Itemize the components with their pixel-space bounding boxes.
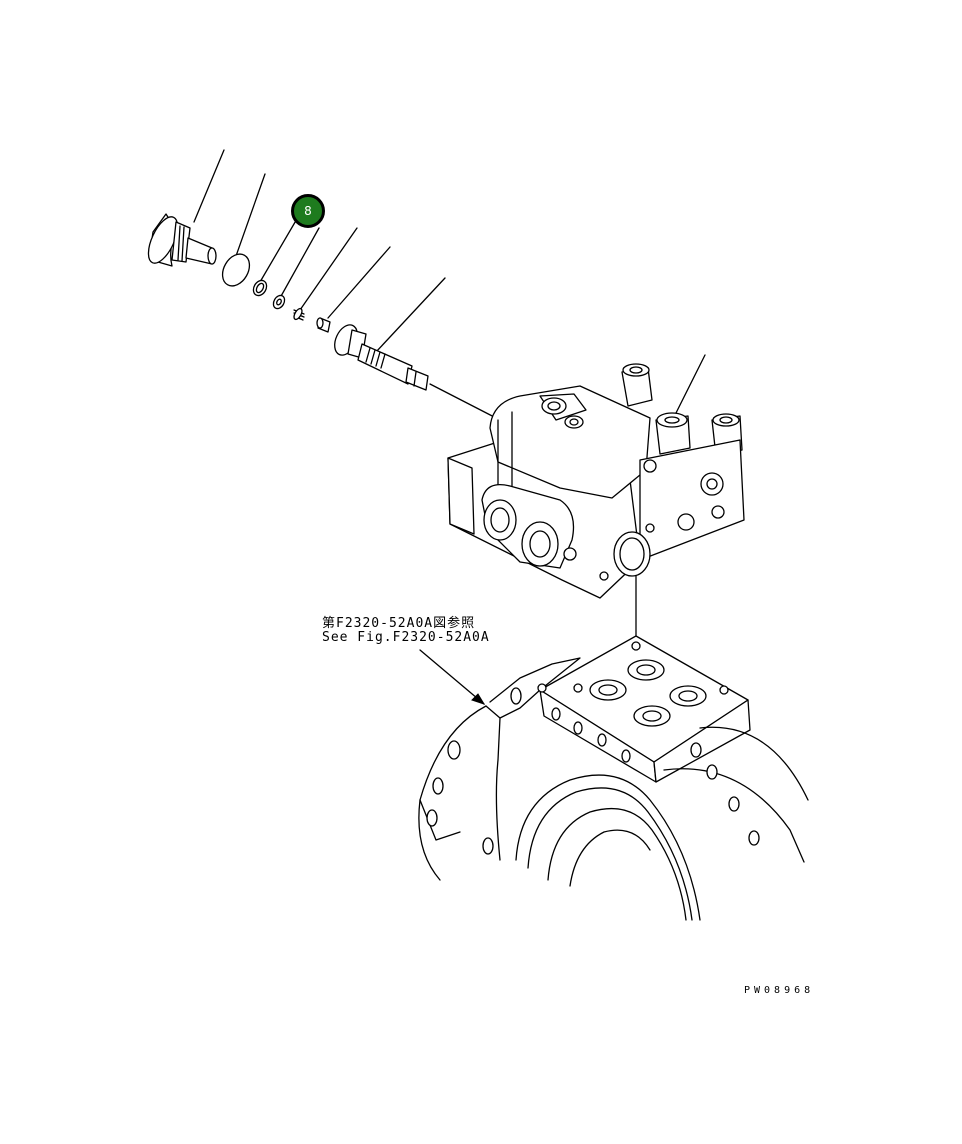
snap-ring-part[interactable] <box>251 278 269 298</box>
washer-part[interactable] <box>271 293 287 310</box>
callout-8-label: 8 <box>304 204 312 218</box>
leader-lines <box>193 149 706 641</box>
spring-part[interactable] <box>292 307 305 321</box>
callout-8[interactable]: 8 <box>291 194 325 228</box>
sleeve-part[interactable] <box>316 317 331 333</box>
plug-part[interactable] <box>142 213 217 268</box>
reference-note-jp: 第F2320-52A0A図参照 <box>322 616 476 631</box>
valve-body[interactable] <box>447 363 745 599</box>
transmission-housing <box>418 635 809 921</box>
drawing-code: PW08968 <box>744 985 815 996</box>
reference-note-en: See Fig.F2320-52A0A <box>322 630 490 645</box>
o-ring-part[interactable] <box>217 249 255 290</box>
spool-part[interactable] <box>330 321 429 391</box>
